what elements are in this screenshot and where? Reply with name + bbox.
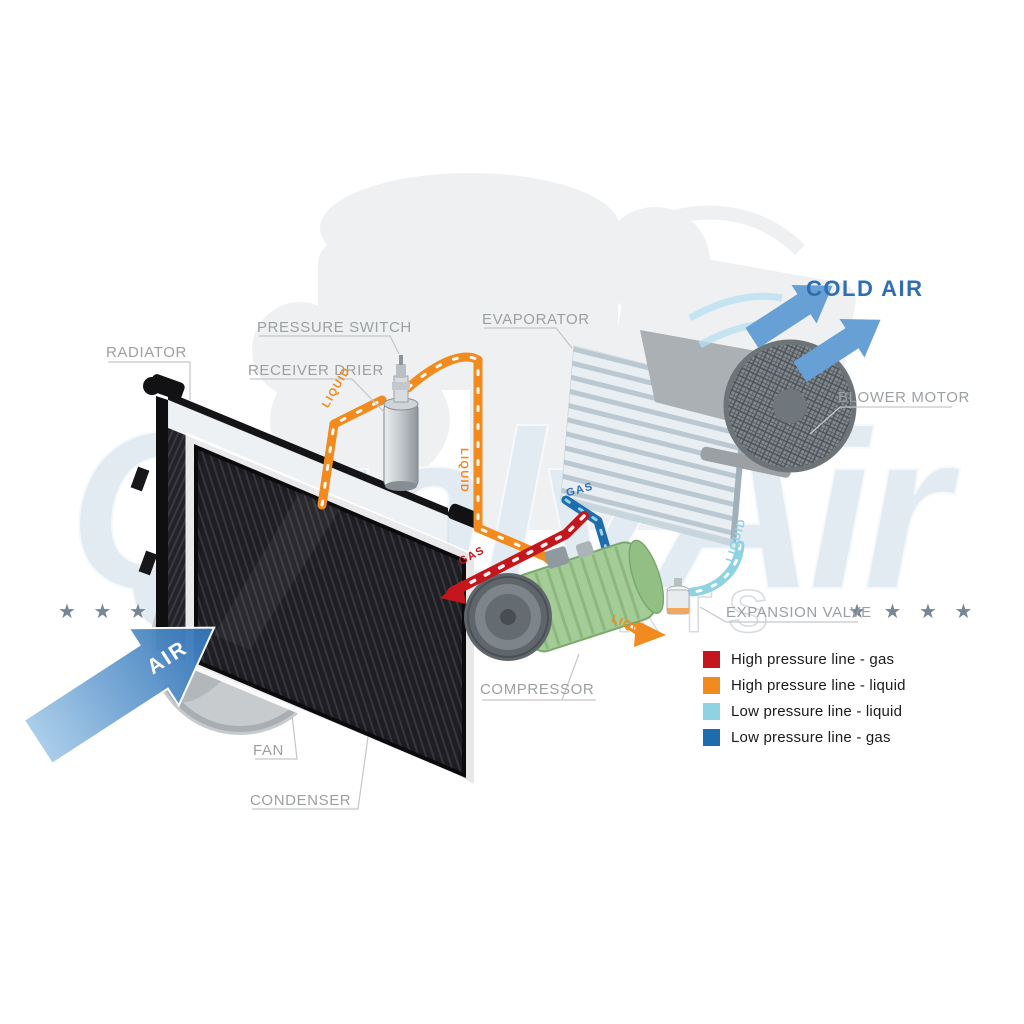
blower-motor-label: BLOWER MOTOR <box>838 389 970 406</box>
evaporator-label: EVAPORATOR <box>482 311 590 328</box>
leader-compressor <box>482 653 596 701</box>
air-intake-arrow-icon <box>22 626 216 766</box>
hp-liquid-arrowhead-icon <box>634 620 666 647</box>
leader-fan <box>255 714 298 760</box>
pipe-high-pressure-liquid <box>317 352 666 647</box>
legend-swatch-high-pressure-liquid-icon <box>703 677 720 694</box>
blower-motor-graphic <box>640 292 857 478</box>
leader-pressure-switch <box>259 335 400 355</box>
legend-label-high-pressure-gas: High pressure line - gas <box>731 651 895 668</box>
legend-swatch-low-pressure-liquid-icon <box>703 703 720 720</box>
leader-receiver-drier <box>250 378 385 413</box>
flow-label-liquid-drier-out: LIQUID <box>458 448 470 494</box>
condenser-label: CONDENSER <box>250 792 352 809</box>
legend-label-high-pressure-liquid: High pressure line - liquid <box>731 677 906 694</box>
fan-label: FAN <box>253 742 284 759</box>
legend-label-low-pressure-liquid: Low pressure line - liquid <box>731 703 903 720</box>
leader-condenser <box>252 736 369 810</box>
receiver-drier-graphic <box>383 355 419 491</box>
pipe-high-pressure-gas <box>440 511 589 604</box>
leader-lines <box>108 327 952 810</box>
pipe-low-pressure-gas <box>561 495 611 553</box>
legend: High pressure line - gas High pressure l… <box>703 651 906 746</box>
condenser-graphic <box>185 432 483 788</box>
receiver-drier-label: RECEIVER DRIER <box>248 362 384 379</box>
expansion-valve-graphic <box>666 578 690 615</box>
leader-blower-motor <box>809 406 952 435</box>
radiator-label: RADIATOR <box>106 344 187 361</box>
watermark-stars-left-icon: ★ ★ ★ ★ <box>58 601 188 623</box>
legend-item-high-pressure-liquid: High pressure line - liquid <box>703 677 906 694</box>
cold-air-arrow-icon <box>745 284 881 383</box>
pipe-low-pressure-liquid <box>687 540 745 597</box>
legend-item-high-pressure-gas: High pressure line - gas <box>703 651 906 668</box>
legend-item-low-pressure-liquid: Low pressure line - liquid <box>703 703 906 720</box>
legend-swatch-low-pressure-gas-icon <box>703 729 720 746</box>
leader-radiator <box>108 361 191 400</box>
leader-expansion-valve <box>699 606 858 623</box>
legend-item-low-pressure-gas: Low pressure line - gas <box>703 729 906 746</box>
leader-evaporator <box>484 327 573 349</box>
expansion-valve-label: EXPANSION VALVE <box>726 604 872 621</box>
watermark-stars-right-icon: ★ ★ ★ ★ <box>848 601 978 623</box>
hp-gas-arrowhead-icon <box>440 580 466 604</box>
legend-label-low-pressure-gas: Low pressure line - gas <box>731 729 891 746</box>
compressor-graphic <box>464 539 665 661</box>
cold-air-label: COLD AIR <box>806 276 924 301</box>
compressor-label: COMPRESSOR <box>480 681 595 698</box>
pressure-switch-label: PRESSURE SWITCH <box>257 319 412 336</box>
legend-swatch-high-pressure-gas-icon <box>703 651 720 668</box>
